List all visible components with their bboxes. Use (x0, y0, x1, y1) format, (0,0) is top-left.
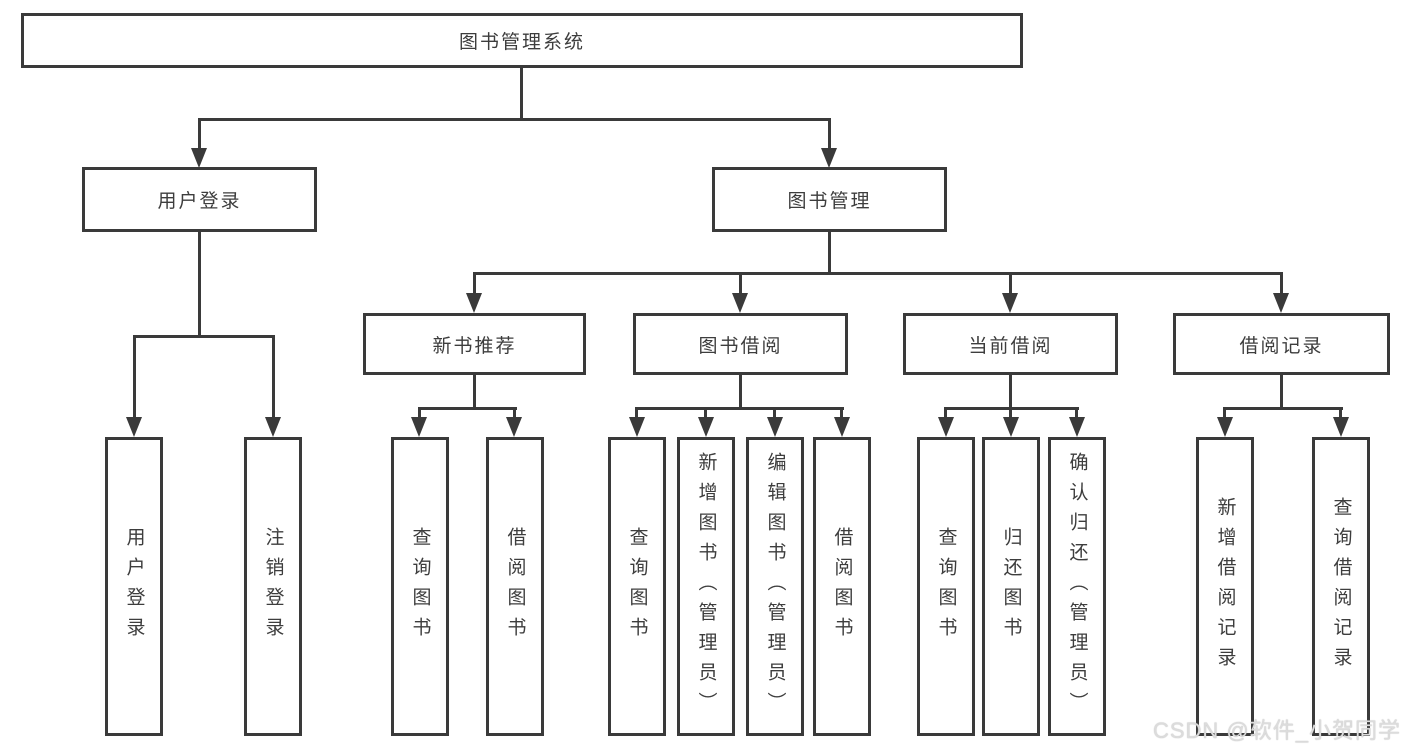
edge-current-rail (945, 407, 1079, 410)
leaf-return-books: 归还图书 (982, 437, 1040, 736)
node-new-book-recommend: 新书推荐 (363, 313, 586, 375)
edge-borrow-rail (636, 407, 844, 410)
leaf-confirm-return-admin: 确认归还（管理员） (1048, 437, 1106, 736)
arrow-down-leaf-login (126, 417, 142, 437)
edge-mgmt-rail (473, 272, 1283, 275)
arrow-down-current (1002, 293, 1018, 313)
edge-arm-cur-confirm (1075, 407, 1078, 420)
node-user-login: 用户登录 (82, 167, 317, 232)
node-root-label: 图书管理系统 (458, 32, 585, 53)
edge-arm-current (1009, 272, 1012, 294)
arrow-down-bor-query (629, 417, 645, 437)
edge-arm-recd-query (1339, 407, 1342, 420)
edge-arm-bor-borrow (840, 407, 843, 420)
edge-recommend-stem (473, 375, 476, 407)
edge-mgmt-stem (828, 232, 831, 272)
arrow-down-bor-edit (767, 417, 783, 437)
edge-arm-bor-add (704, 407, 707, 420)
arrow-down-recd-query (1333, 417, 1349, 437)
edge-login-rail (133, 335, 275, 338)
leaf-confirm-return-admin-label: 确认归还（管理员） (1066, 451, 1088, 722)
edge-borrow-stem (739, 375, 742, 407)
arrow-down-leaf-logout (265, 417, 281, 437)
arrow-down-cur-confirm (1069, 417, 1085, 437)
node-book-borrow-label: 图书借阅 (698, 335, 783, 357)
node-root: 图书管理系统 (21, 13, 1023, 68)
leaf-recommend-query-books: 查询图书 (391, 437, 449, 736)
edge-arm-rec-query (418, 407, 421, 420)
leaf-add-borrow-record-label: 新增借阅记录 (1214, 496, 1236, 677)
leaf-edit-books-admin-label: 编辑图书（管理员） (764, 451, 786, 722)
arrow-down-recd-add (1217, 417, 1233, 437)
leaf-borrow-borrow-books-label: 借阅图书 (831, 526, 853, 647)
edge-arm-bor-edit (773, 407, 776, 420)
arrow-down-cur-query (938, 417, 954, 437)
leaf-edit-books-admin: 编辑图书（管理员） (746, 437, 804, 736)
node-book-mgmt-label: 图书管理 (787, 191, 872, 212)
node-borrow-records-label: 借阅记录 (1239, 335, 1324, 357)
arrow-down-rec-query (411, 417, 427, 437)
node-user-login-label: 用户登录 (157, 191, 242, 212)
edge-arm-leaf-login (133, 335, 136, 418)
leaf-add-borrow-record: 新增借阅记录 (1196, 437, 1254, 736)
edge-arm-records (1280, 272, 1283, 294)
edge-arm-rec-borrow (513, 407, 516, 420)
node-book-mgmt: 图书管理 (712, 167, 947, 232)
leaf-borrow-borrow-books: 借阅图书 (813, 437, 871, 736)
arrow-down-book-mgmt (821, 148, 837, 168)
leaf-recommend-borrow-books-label: 借阅图书 (504, 526, 526, 647)
edge-arm-book-mgmt (828, 118, 831, 149)
arrow-down-recommend (466, 293, 482, 313)
edge-recommend-rail (418, 407, 517, 410)
arrow-down-cur-return (1003, 417, 1019, 437)
node-borrow-records: 借阅记录 (1173, 313, 1390, 375)
node-current-borrow: 当前借阅 (903, 313, 1118, 375)
edge-root-rail (198, 118, 831, 121)
leaf-logout: 注销登录 (244, 437, 302, 736)
node-book-borrow: 图书借阅 (633, 313, 848, 375)
leaf-user-login-label: 用户登录 (123, 526, 145, 647)
watermark: CSDN @软件_小贺同学 (1152, 718, 1401, 743)
leaf-recommend-query-books-label: 查询图书 (409, 526, 431, 647)
edge-arm-cur-return (1009, 407, 1012, 420)
edge-records-rail (1224, 407, 1343, 410)
edge-arm-borrow (739, 272, 742, 294)
node-current-borrow-label: 当前借阅 (968, 335, 1053, 357)
edge-records-stem (1280, 375, 1283, 407)
leaf-recommend-borrow-books: 借阅图书 (486, 437, 544, 736)
edge-current-stem (1009, 375, 1012, 407)
leaf-current-query-books-label: 查询图书 (935, 526, 957, 647)
arrow-down-rec-borrow (506, 417, 522, 437)
leaf-return-books-label: 归还图书 (1000, 526, 1022, 647)
edge-login-stem (198, 232, 201, 335)
edge-arm-cur-query (944, 407, 947, 420)
edge-arm-bor-query (635, 407, 638, 420)
arrow-down-bor-add (698, 417, 714, 437)
leaf-add-books-admin-label: 新增图书（管理员） (695, 451, 717, 722)
edge-arm-recommend (473, 272, 476, 294)
edge-arm-user-login (198, 118, 201, 149)
leaf-borrow-query-books: 查询图书 (608, 437, 666, 736)
node-new-book-recommend-label: 新书推荐 (432, 335, 517, 357)
leaf-query-borrow-record: 查询借阅记录 (1312, 437, 1370, 736)
leaf-logout-label: 注销登录 (262, 526, 284, 647)
leaf-borrow-query-books-label: 查询图书 (626, 526, 648, 647)
leaf-query-borrow-record-label: 查询借阅记录 (1330, 496, 1352, 677)
leaf-current-query-books: 查询图书 (917, 437, 975, 736)
edge-arm-leaf-logout (272, 335, 275, 418)
edge-root-stem (520, 68, 523, 118)
arrow-down-borrow (732, 293, 748, 313)
arrow-down-user-login (191, 148, 207, 168)
arrow-down-bor-borrow (834, 417, 850, 437)
leaf-user-login: 用户登录 (105, 437, 163, 736)
leaf-add-books-admin: 新增图书（管理员） (677, 437, 735, 736)
edge-arm-recd-add (1223, 407, 1226, 420)
arrow-down-records (1273, 293, 1289, 313)
